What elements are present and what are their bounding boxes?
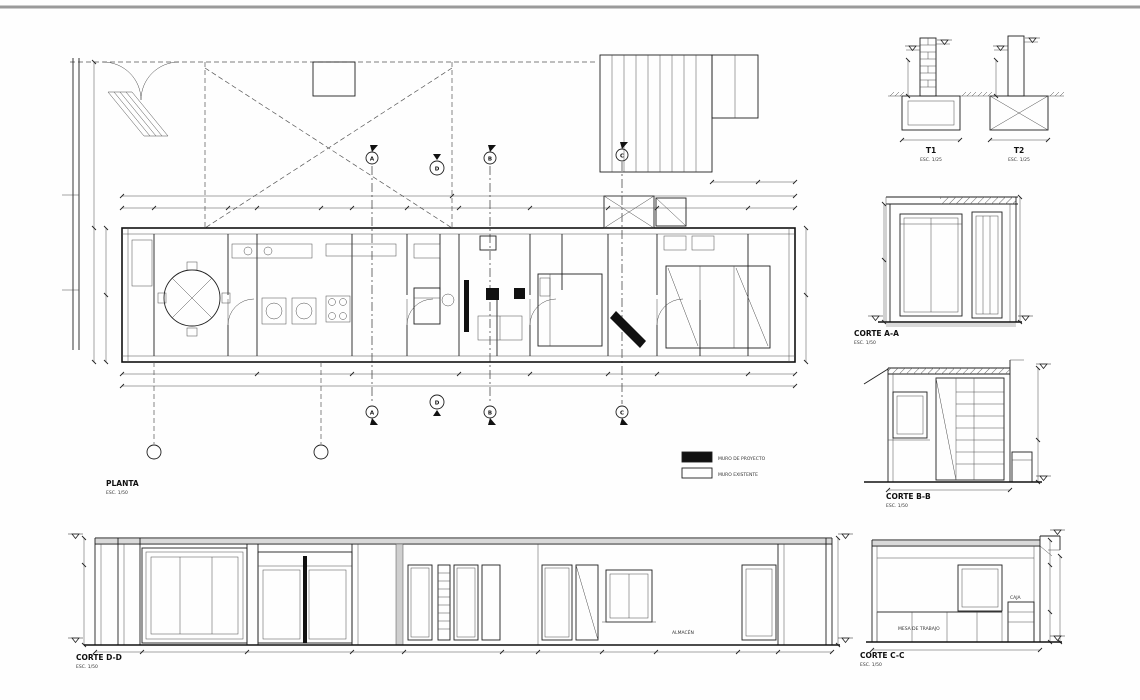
corte-aa-title: CORTE A-A <box>854 329 899 338</box>
cc-right-label: CAJA <box>1010 595 1021 601</box>
section-marker-d-top-label: D <box>435 167 440 173</box>
corte-cc-title: CORTE C-C <box>860 651 905 660</box>
dd-room-label: ALMACÉN <box>672 628 694 636</box>
detail-t1-scale: ESC. 1/25 <box>920 157 942 163</box>
grid-bubble-2 <box>313 444 329 460</box>
footing-t2 <box>989 95 1049 131</box>
section-marker-a-top: A <box>365 145 379 165</box>
section-marker-a-top-label: A <box>370 157 375 163</box>
section-marker-d-bottom: D <box>429 394 445 416</box>
corte-aa-scale: ESC. 1/50 <box>854 340 876 346</box>
floor-plan: A B C D A B C <box>62 54 809 496</box>
dd-opening-doors <box>407 564 501 641</box>
counter-left <box>131 239 153 287</box>
corte-dd-scale: ESC. 1/50 <box>76 664 98 670</box>
storage-grid <box>665 265 771 349</box>
section-marker-c-top: C <box>615 142 629 162</box>
corte-cc-scale: ESC. 1/50 <box>860 662 882 668</box>
section-marker-d-top: D <box>429 154 445 176</box>
plan-title: PLANTA <box>106 479 139 488</box>
fridge <box>413 287 441 325</box>
section-marker-a-bottom: A <box>365 405 379 425</box>
dd-door-right <box>741 564 777 641</box>
cc-window <box>957 564 1003 612</box>
legend-swatch-outline <box>681 467 713 479</box>
section-marker-b-top: B <box>483 145 497 165</box>
grid-bubble-1 <box>146 444 162 460</box>
bb-shelving <box>935 377 1005 481</box>
bb-window <box>892 391 928 439</box>
dd-opening-door-panel <box>541 564 599 641</box>
section-marker-c-bottom: C <box>615 405 629 425</box>
bed-fixture <box>537 273 603 347</box>
corte-bb-title: CORTE B-B <box>886 492 931 501</box>
appliance-row <box>261 295 351 325</box>
legend-item-1-label: MURO DE PROYECTO <box>718 456 766 462</box>
detail-t1-title: T1 <box>926 146 936 155</box>
section-marker-b-bottom: B <box>483 405 497 425</box>
corte-dd-title: CORTE D-D <box>76 653 122 662</box>
legend: MURO DE PROYECTO MURO EXISTENTE <box>681 451 766 479</box>
cc-left-label: MESA DE TRABAJO <box>898 626 940 632</box>
detail-t2-title: T2 <box>1014 146 1024 155</box>
section-marker-c-top-label: C <box>620 154 624 160</box>
aa-opening-frame <box>899 213 963 317</box>
detail-t2-scale: ESC. 1/25 <box>1008 157 1030 163</box>
corte-bb-scale: ESC. 1/50 <box>886 503 908 509</box>
legend-swatch-solid <box>682 452 712 462</box>
round-table <box>157 261 231 337</box>
section-corte-dd: ALMACÉN CORTE D-D ESC. 1/50 <box>67 533 854 670</box>
dd-window <box>602 569 656 623</box>
section-corte-aa: CORTE A-A ESC. 1/50 <box>854 194 1034 346</box>
dd-opening-double-door <box>257 551 353 644</box>
section-corte-bb: CORTE B-B ESC. 1/50 <box>863 359 1052 509</box>
section-corte-cc: MESA DE TRABAJO CAJA CORTE C-C ESC. 1/50 <box>860 529 1066 668</box>
footing-t1 <box>901 95 961 131</box>
svg-text:D: D <box>435 401 440 407</box>
foundation-detail-t1: T1 ESC. 1/25 <box>888 37 977 163</box>
svg-text:B: B <box>488 411 492 417</box>
legend-item-2-label: MURO EXISTENTE <box>718 472 758 478</box>
aa-door <box>971 211 1003 319</box>
svg-text:C: C <box>620 411 624 417</box>
svg-text:A: A <box>370 411 375 417</box>
section-marker-b-top-label: B <box>488 157 492 163</box>
plan-scale: ESC. 1/50 <box>106 490 128 496</box>
foundation-detail-t2: T2 ESC. 1/25 <box>976 35 1065 163</box>
dd-opening-glazing <box>141 547 248 644</box>
